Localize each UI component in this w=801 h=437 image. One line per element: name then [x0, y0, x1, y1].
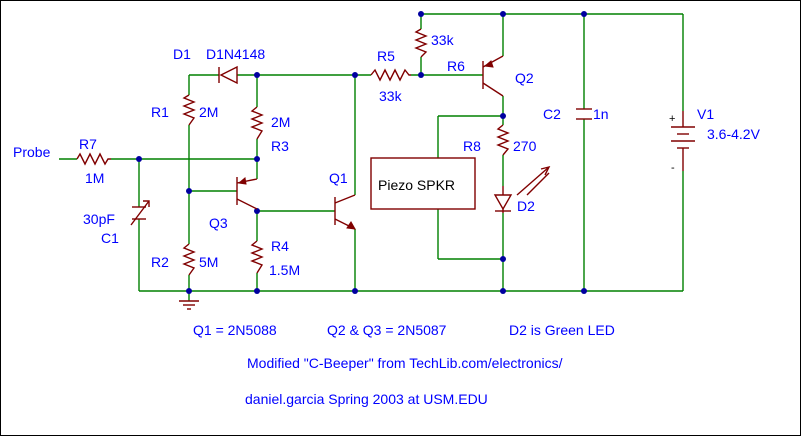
led-d2	[493, 165, 551, 213]
d2-note: D2 is Green LED	[509, 322, 615, 338]
capacitor-c1-variable	[130, 200, 150, 226]
r4-value: 1.5M	[269, 262, 300, 278]
c1-ref: C1	[101, 230, 119, 246]
diode-d1	[218, 65, 238, 85]
r1-value: 2M	[199, 104, 218, 120]
r4-ref: R4	[271, 238, 289, 254]
c1-value: 30pF	[83, 211, 115, 227]
v1-value: 3.6-4.2V	[707, 126, 761, 142]
piezo-label: Piezo SPKR	[378, 177, 455, 193]
r8-value: 270	[513, 138, 537, 154]
v1-plus: +	[669, 113, 675, 125]
q1-ref: Q1	[329, 170, 348, 186]
d1-ref: D1	[173, 46, 191, 62]
transistor-q1	[334, 194, 356, 230]
r6-value: 33k	[431, 32, 455, 48]
resistor-r5	[370, 68, 411, 82]
transistor-q2	[482, 55, 504, 97]
resistor-r1	[182, 94, 196, 126]
r2-ref: R2	[151, 254, 169, 270]
r5-value: 33k	[379, 88, 403, 104]
c2-ref: C2	[543, 106, 561, 122]
ground-symbol	[179, 300, 199, 310]
r5-ref: R5	[377, 48, 395, 64]
junction-dots	[136, 11, 587, 294]
resistor-r3	[250, 106, 264, 140]
r3-ref: R3	[271, 138, 289, 154]
resistor-r6	[414, 28, 428, 58]
q1-part-note: Q1 = 2N5088	[193, 322, 277, 338]
d1-part: D1N4148	[206, 46, 265, 62]
capacitor-c2	[576, 108, 592, 120]
resistor-r8	[496, 124, 510, 156]
resistor-r4	[250, 240, 264, 274]
q2-ref: Q2	[515, 70, 534, 86]
resistor-r2	[182, 243, 196, 276]
transistor-q3	[236, 177, 258, 210]
piezo-speaker-box	[370, 157, 476, 210]
r7-ref: R7	[79, 136, 97, 152]
r6-ref: R6	[447, 58, 465, 74]
r1-ref: R1	[151, 104, 169, 120]
credit-line-1: Modified "C-Beeper" from TechLib.com/ele…	[247, 355, 563, 371]
credit-line-2: daniel.garcia Spring 2003 at USM.EDU	[245, 391, 488, 407]
r7-value: 1M	[85, 170, 104, 186]
v1-minus: -	[671, 162, 675, 174]
c2-value: 1n	[593, 106, 609, 122]
battery-v1	[671, 111, 695, 171]
r8-ref: R8	[463, 138, 481, 154]
v1-ref: V1	[697, 106, 714, 122]
d2-ref: D2	[517, 198, 535, 214]
resistor-r7	[76, 152, 111, 166]
q3-ref: Q3	[209, 215, 228, 231]
probe-label: Probe	[13, 144, 51, 160]
r2-value: 5M	[199, 254, 218, 270]
r3-value: 2M	[271, 114, 290, 130]
q2q3-part-note: Q2 & Q3 = 2N5087	[327, 322, 447, 338]
